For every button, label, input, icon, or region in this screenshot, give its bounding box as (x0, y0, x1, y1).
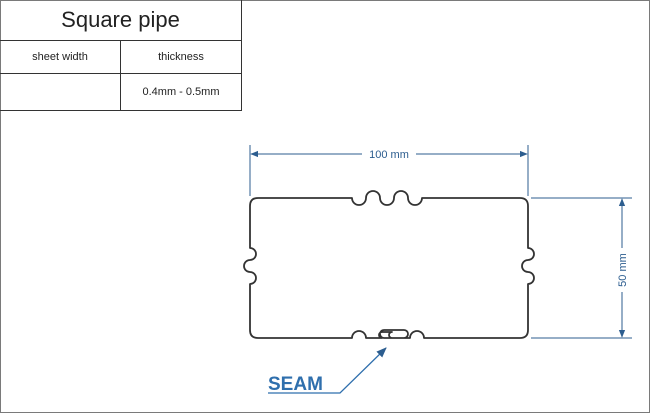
height-dimension-label: 50 mm (617, 253, 629, 287)
spec-table: Square pipe sheet width thickness 0.4mm … (0, 0, 242, 111)
header-thickness: thickness (121, 41, 241, 74)
seam-leader-line (268, 347, 387, 394)
spec-title: Square pipe (0, 0, 241, 41)
width-dimension-label: 100 mm (369, 149, 409, 161)
header-sheet-width: sheet width (0, 41, 121, 74)
pipe-outline (243, 190, 535, 339)
seam-label: SEAM (268, 374, 323, 395)
value-thickness: 0.4mm - 0.5mm (142, 86, 220, 98)
value-sheet-width (0, 74, 121, 110)
